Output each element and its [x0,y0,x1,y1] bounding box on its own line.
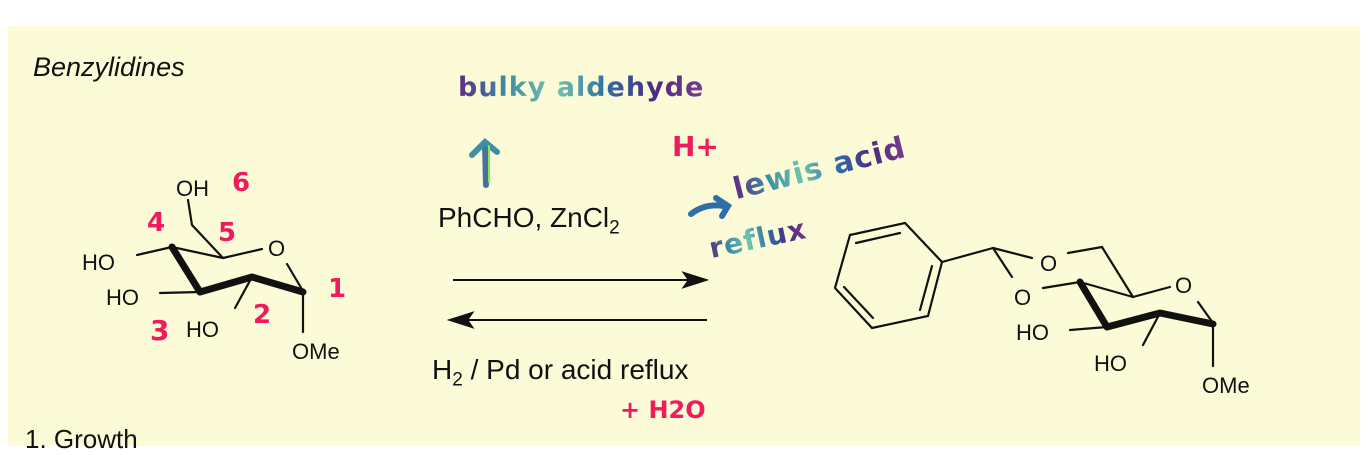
reaction-arrows [446,271,710,329]
product-acetal-o2-label: O [1014,285,1031,310]
reverse-reagents: H2 / Pd or acid reflux [432,354,688,392]
product-wedge-bonds [1076,278,1217,331]
section-title: Benzylidines [33,52,185,82]
starting-material-wedge-bonds [168,243,307,296]
reverse-reagents-text: / Pd or acid reflux [462,354,689,385]
reverse-reagents-subscript: 2 [452,369,463,391]
annotation-h-plus: H+ [672,130,719,163]
sm-ring-o-label: O [268,236,285,261]
sm-ho4-label: HO [82,250,115,275]
carbon-number-1: 1 [328,274,347,304]
forward-reagents-text: PhCHO, ZnCl [438,202,610,233]
forward-arrow-head [681,271,710,289]
carbon-number-5: 5 [218,218,237,248]
hand-right-arrow-icon [688,195,733,219]
sm-ho2-label: HO [186,317,219,342]
reverse-arrow-head [446,311,475,329]
hand-up-arrow-icon [469,137,500,188]
product-bonds [833,221,1215,368]
product-acetal-o1-label-text: O [1040,251,1057,276]
carbon-number-6: 6 [232,168,251,198]
annotation-plus-water: + H2O [620,396,706,424]
product-ring-o-label: O [1175,273,1192,298]
carbon-number-3: 3 [150,314,170,347]
benzene-ring [833,221,944,330]
sm-ho3-label: HO [106,285,139,310]
product-ho2-label: HO [1094,351,1127,376]
starting-material-bonds [135,198,305,334]
annotation-bulky-aldehyde: bulky aldehyde [458,72,705,103]
carbon-number-4: 4 [147,208,166,238]
next-section-heading: 1. Growth [25,424,138,454]
scheme-panel [8,26,1360,446]
product-ho3-label: HO [1016,320,1049,345]
sm-oh6-label: OH [176,176,209,201]
product-ome-label: OMe [1202,373,1250,398]
reaction-scheme: OH O HO HO HO OMe O O O HO HO OMe [82,137,1250,398]
forward-reagents: PhCHO, ZnCl2 [438,202,620,240]
sm-ome-label: OMe [292,339,340,364]
carbon-number-2: 2 [253,300,272,330]
reverse-reagents-h: H [432,354,453,385]
forward-reagents-subscript: 2 [609,217,620,239]
